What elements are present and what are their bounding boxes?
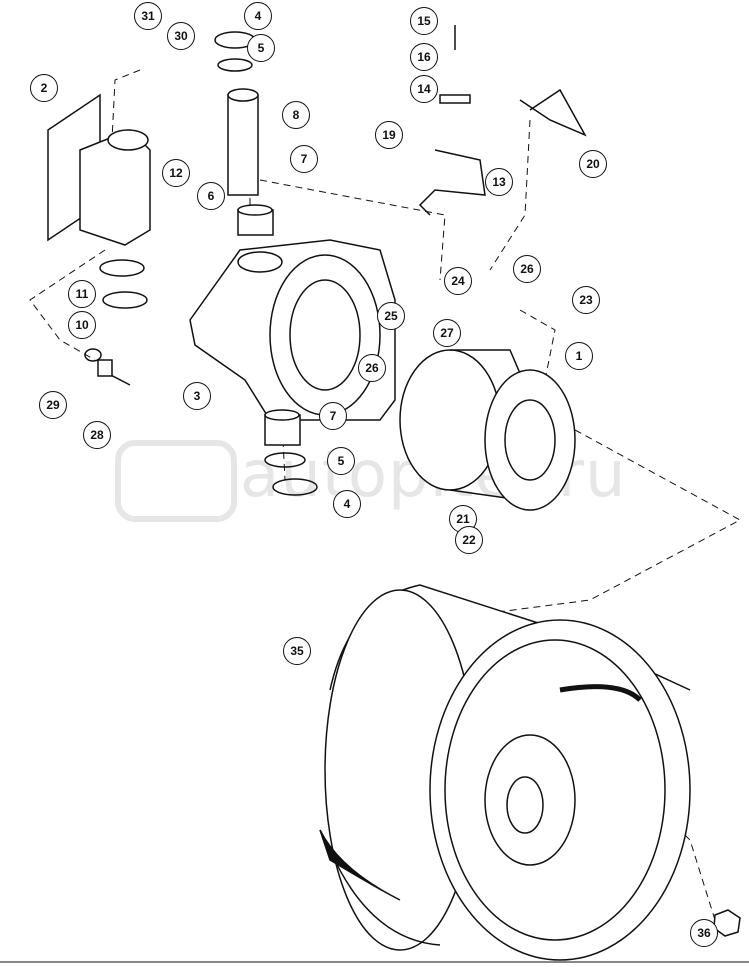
shim-5-bottom — [264, 452, 306, 468]
steering-knuckle-3 — [189, 239, 396, 421]
callout-7[interactable]: 7 — [290, 145, 318, 173]
callout-7-lower[interactable]: 7 — [319, 402, 347, 430]
callout-27[interactable]: 27 — [433, 319, 461, 347]
callout-5-lower[interactable]: 5 — [327, 447, 355, 475]
callout-31[interactable]: 31 — [134, 2, 162, 30]
bracket-2 — [47, 93, 151, 246]
callout-3[interactable]: 3 — [183, 382, 211, 410]
callout-2[interactable]: 2 — [30, 74, 58, 102]
callout-4-lower[interactable]: 4 — [333, 490, 361, 518]
callout-1[interactable]: 1 — [565, 342, 593, 370]
callout-12[interactable]: 12 — [162, 159, 190, 187]
wheel-hub-1 — [399, 349, 576, 511]
callout-36[interactable]: 36 — [690, 919, 718, 947]
callout-35[interactable]: 35 — [283, 637, 311, 665]
callout-30[interactable]: 30 — [167, 22, 195, 50]
wheel-rim-35 — [319, 584, 691, 961]
tube-20 — [519, 88, 587, 137]
callout-4[interactable]: 4 — [244, 2, 272, 30]
callout-20[interactable]: 20 — [579, 150, 607, 178]
callout-24[interactable]: 24 — [444, 267, 472, 295]
callout-5[interactable]: 5 — [247, 34, 275, 62]
callout-13[interactable]: 13 — [485, 168, 513, 196]
bolt-28 — [97, 359, 131, 386]
callout-29[interactable]: 29 — [39, 391, 67, 419]
callout-25[interactable]: 25 — [377, 302, 405, 330]
callout-22[interactable]: 22 — [455, 526, 483, 554]
washer-29 — [84, 348, 102, 362]
callout-11[interactable]: 11 — [68, 280, 96, 308]
callout-21[interactable]: 21 — [449, 505, 477, 533]
washer-10 — [102, 291, 148, 309]
callout-6[interactable]: 6 — [197, 182, 225, 210]
king-pin-8 — [227, 88, 259, 196]
bushing-7-bottom — [264, 409, 301, 446]
watermark-logo — [115, 440, 237, 522]
callout-26[interactable]: 26 — [513, 255, 541, 283]
callout-14[interactable]: 14 — [410, 75, 438, 103]
callout-23[interactable]: 23 — [572, 286, 600, 314]
callout-15[interactable]: 15 — [410, 7, 438, 35]
tube-19 — [418, 149, 486, 216]
shim-5 — [217, 58, 253, 72]
callout-10[interactable]: 10 — [68, 311, 96, 339]
callout-26-lower[interactable]: 26 — [358, 354, 386, 382]
callout-28[interactable]: 28 — [83, 421, 111, 449]
plate-14 — [439, 94, 471, 104]
bushing-7-top — [237, 204, 274, 236]
callout-8[interactable]: 8 — [282, 101, 310, 129]
snap-ring-4-bottom — [272, 478, 318, 496]
callout-19[interactable]: 19 — [375, 121, 403, 149]
washer-11 — [99, 259, 145, 277]
callout-16[interactable]: 16 — [410, 43, 438, 71]
